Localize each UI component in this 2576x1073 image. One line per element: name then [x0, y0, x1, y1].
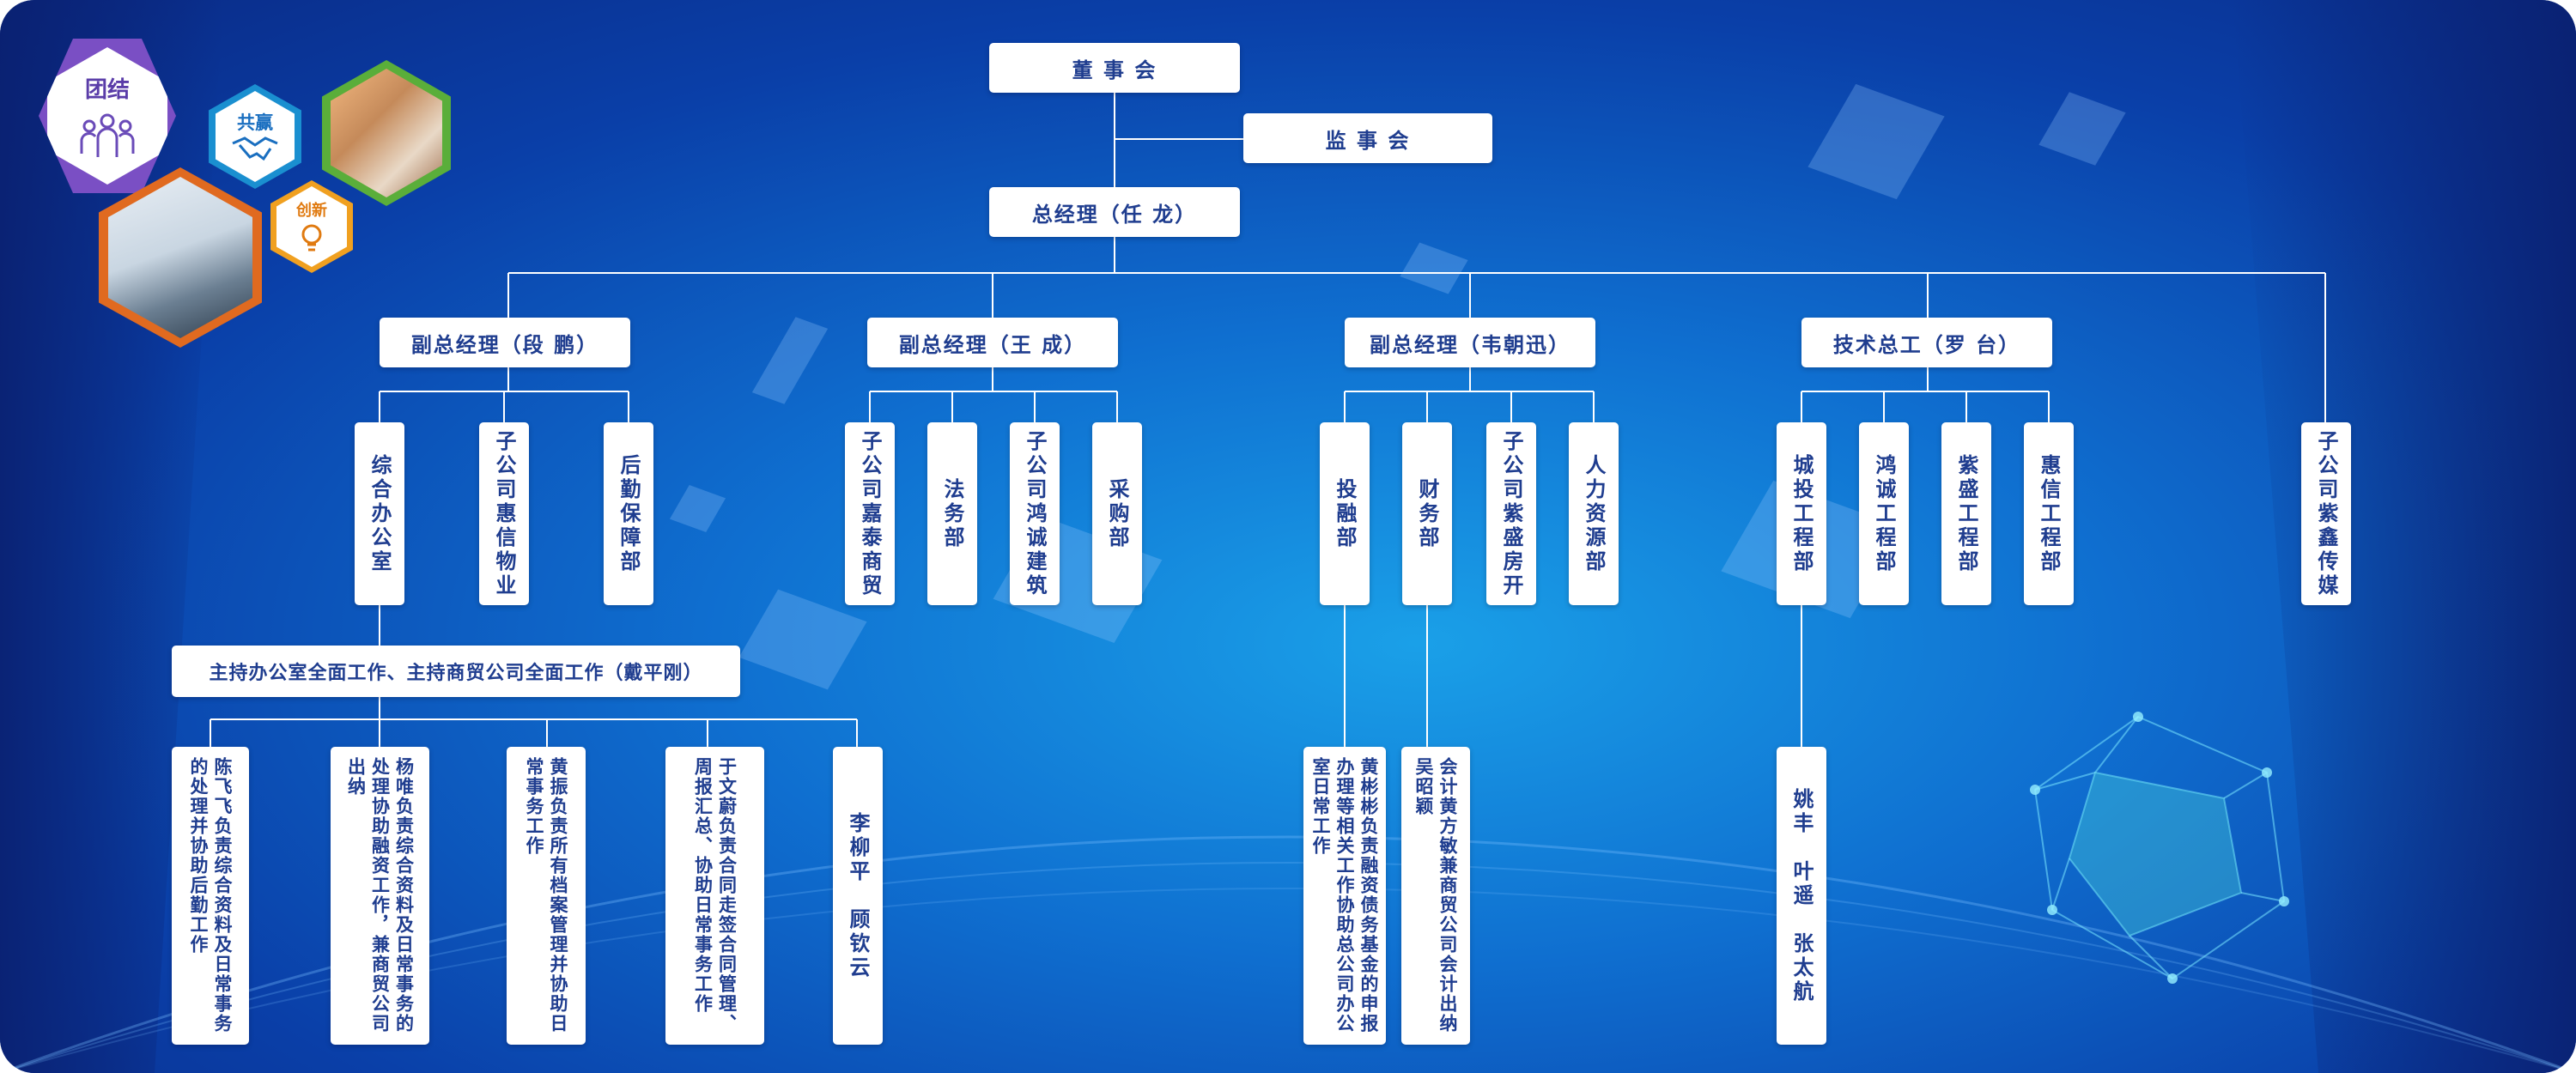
dept-jiatai-trade: 子公司嘉泰商贸 — [845, 422, 895, 605]
dept-zisheng-engineering: 紫盛工程部 — [1941, 422, 1991, 605]
dept-finance: 财务部 — [1402, 422, 1452, 605]
board-of-supervisors: 监 事 会 — [1243, 113, 1492, 163]
office-head-label: 主持办公室全面工作、主持商贸公司全面工作（戴平刚） — [209, 663, 703, 684]
staff-chen-feifei: 陈飞飞负责综合资料及日常事务的处理并协助后勤工作 — [172, 747, 249, 1045]
vp-label: 副总经理（段 鹏） — [410, 332, 599, 357]
dept-hongcheng-engineering: 鸿诚工程部 — [1859, 422, 1909, 605]
dept-huixin-engineering: 惠信工程部 — [2024, 422, 2074, 605]
staff-engineering: 姚丰 叶遥 张太航 — [1777, 747, 1826, 1045]
vice-gm-duan: 副总经理（段 鹏） — [380, 318, 630, 367]
office-head: 主持办公室全面工作、主持商贸公司全面工作（戴平刚） — [172, 646, 740, 697]
board-label: 董 事 会 — [1072, 58, 1157, 82]
staff-yu-wenwei: 于文蔚负责合同走签合同管理、周报汇总、协助日常事务工作 — [665, 747, 764, 1045]
dept-investment-financing: 投融部 — [1320, 422, 1370, 605]
dept-zixin-media: 子公司紫鑫传媒 — [2301, 422, 2351, 605]
vp-label: 副总经理（王 成） — [898, 332, 1087, 357]
staff-finance-accounting: 会计黄方敏兼商贸公司会计出纳吴昭颖 — [1401, 747, 1470, 1045]
gm-label: 总经理（任 龙） — [1031, 202, 1198, 227]
staff-yang-wei: 杨唯负责综合资料及日常事务的处理协助融资工作，兼商贸公司出纳 — [331, 747, 429, 1045]
unity-badge-label: 团结 — [84, 76, 130, 103]
staff-li-gu: 李柳平 顾钦云 — [833, 747, 883, 1045]
lightbulb-icon — [301, 224, 322, 252]
dept-procurement: 采购部 — [1092, 422, 1142, 605]
board-of-directors: 董 事 会 — [989, 43, 1240, 93]
dept-huixin-property: 子公司惠信物业 — [479, 422, 529, 605]
vice-gm-wei: 副总经理（韦朝迅） — [1345, 318, 1595, 367]
dept-chengtou-engineering: 城投工程部 — [1777, 422, 1826, 605]
dept-zisheng-realestate: 子公司紫盛房开 — [1486, 422, 1536, 605]
dept-logistics: 后勤保障部 — [604, 422, 653, 605]
staff-huang-zhen: 黄振负责所有档案管理并协助日常事务工作 — [507, 747, 586, 1045]
vp-label: 技术总工（罗 台） — [1832, 332, 2021, 357]
supervisors-label: 监 事 会 — [1325, 128, 1411, 153]
staff-huang-binbin: 黄彬彬负责融资债务基金的申报办理等相关工作协助总公司办公室日常工作 — [1303, 747, 1386, 1045]
innovation-badge: 创新 — [270, 180, 353, 273]
team-icon — [80, 113, 135, 157]
vice-gm-wang: 副总经理（王 成） — [867, 318, 1118, 367]
dept-general-office: 综合办公室 — [355, 422, 404, 605]
vp-label: 副总经理（韦朝迅） — [1370, 332, 1571, 357]
innovation-badge-label: 创新 — [296, 202, 327, 220]
general-manager: 总经理（任 龙） — [989, 187, 1240, 237]
dept-legal: 法务部 — [927, 422, 977, 605]
win-win-badge-label: 共赢 — [237, 112, 273, 133]
dept-human-resources: 人力资源部 — [1569, 422, 1619, 605]
handshake-icon — [232, 136, 278, 161]
chief-engineer-luo: 技术总工（罗 台） — [1801, 318, 2052, 367]
dept-hongcheng-construction: 子公司鸿诚建筑 — [1010, 422, 1060, 605]
